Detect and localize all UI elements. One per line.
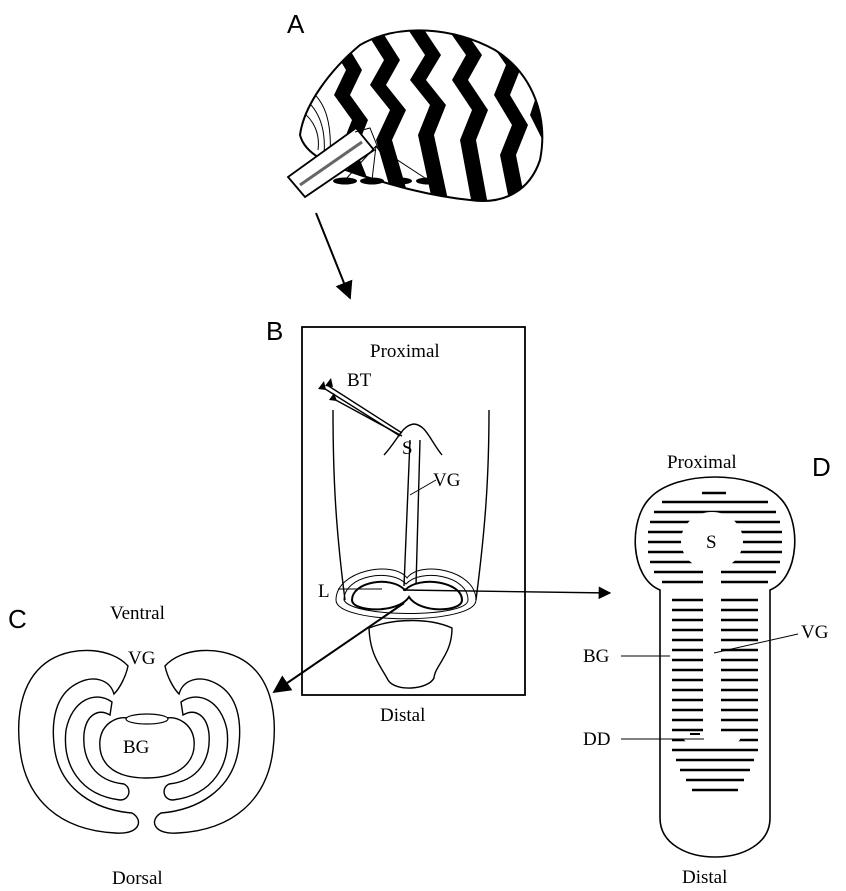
panel-b-bt-label: BT [347,370,372,391]
panel-d-s-label: S [706,532,717,553]
panel-c-label: C [8,604,27,634]
panel-d-distal-label: Distal [682,867,727,888]
panel-c-dorsal-label: Dorsal [112,868,163,889]
cone-snail-shell-illustration [288,25,560,205]
panel-b-distal-label: Distal [380,705,425,726]
arrow-b-to-c [274,603,404,692]
panel-b-vg-label: VG [433,470,461,491]
gland-longitudinal-section [318,378,489,688]
panel-d-dd-label: DD [583,729,610,750]
panel-b-s-label: S [402,438,413,459]
panel-a-label: A [287,9,305,39]
panel-d-bg-label: BG [583,646,610,667]
panel-c-ventral-label: Ventral [110,603,165,624]
panel-d-label: D [812,452,831,482]
panel-d-vg-label: VG [801,622,829,643]
panel-b-l-label: L [318,581,330,602]
arrow-a-to-b [316,213,350,298]
panel-d-proximal-label: Proximal [667,452,737,473]
panel-c-bg-label: BG [123,737,150,758]
panel-c-vg-label: VG [128,648,156,669]
panel-b-proximal-label: Proximal [370,341,440,362]
panel-b-label: B [266,316,283,346]
